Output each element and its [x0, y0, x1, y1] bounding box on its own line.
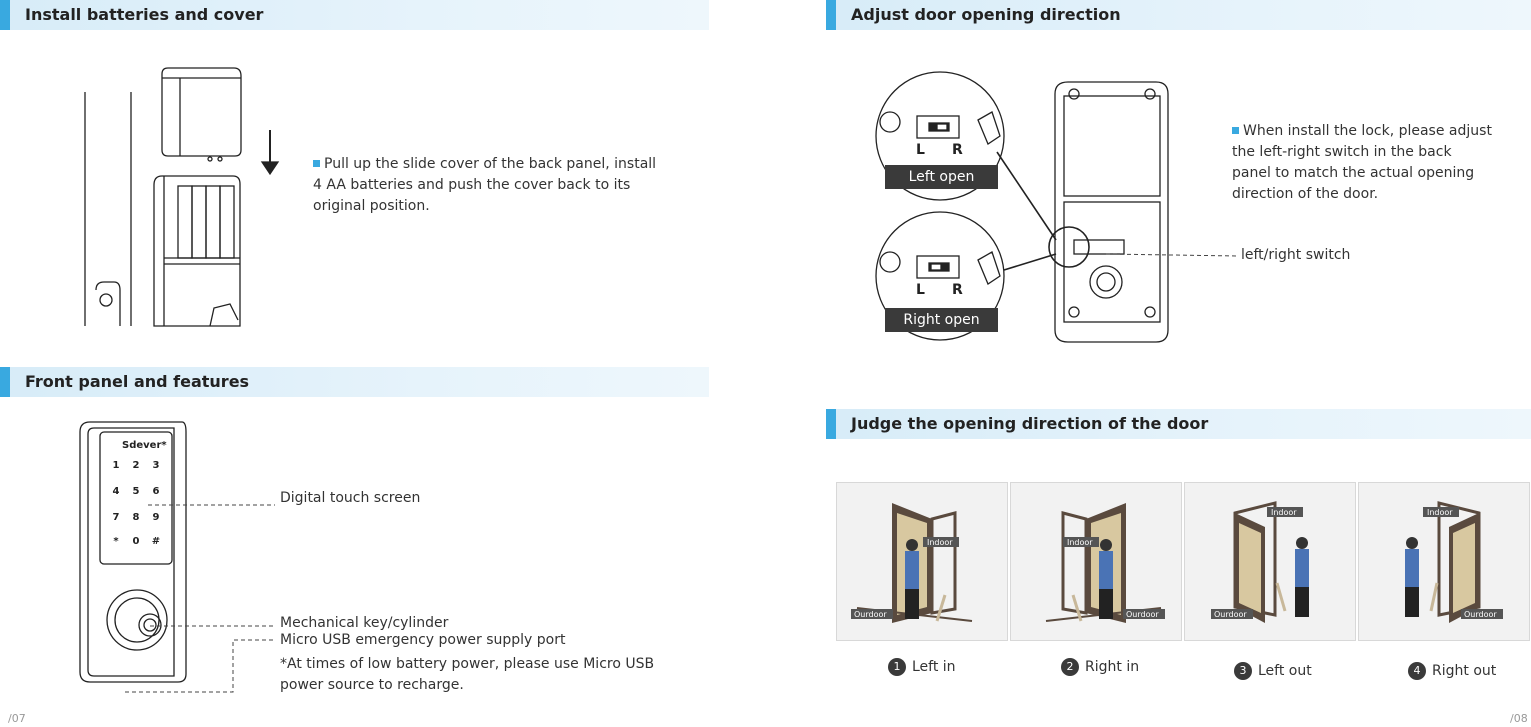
bullet-icon — [313, 160, 320, 167]
indoor-tag: Indoor — [927, 538, 953, 547]
front-panel-illustration: Sdever* 1 2 3 4 5 6 7 8 9 * 0 # — [79, 421, 187, 683]
keypad-key[interactable]: 4 — [113, 486, 120, 497]
door-left-in-illustration: Indoor Ourdoor — [851, 503, 973, 623]
header-accent-bar — [826, 0, 836, 30]
caption-right-in: 2 Right in — [1061, 658, 1139, 676]
switch-letter-r: R — [952, 282, 963, 298]
callout-key-cylinder: Mechanical key/cylinder — [280, 615, 449, 631]
keypad-key[interactable]: 3 — [153, 460, 160, 471]
switch-callout: left/right switch — [1241, 247, 1351, 263]
caption-label: Right out — [1432, 663, 1497, 679]
door-right-in-illustration: Indoor Ourdoor — [1045, 503, 1165, 623]
keypad-key[interactable]: * — [113, 536, 119, 547]
caption-label: Left in — [912, 659, 956, 675]
caption-left-out: 3 Left out — [1234, 662, 1312, 680]
keypad-key[interactable]: 8 — [133, 512, 140, 523]
indoor-tag: Indoor — [1271, 508, 1297, 517]
section-header-door-direction: Adjust door opening direction — [826, 0, 1531, 30]
keypad-key[interactable]: # — [152, 536, 160, 547]
section-title: Install batteries and cover — [25, 5, 264, 24]
keypad-key[interactable]: 1 — [113, 460, 120, 471]
step-number: 2 — [1061, 658, 1079, 676]
door-panel-left-in: Indoor Ourdoor — [836, 482, 1008, 641]
keypad-key[interactable]: 7 — [113, 512, 120, 523]
battery-instruction: Pull up the slide cover of the back pane… — [313, 154, 658, 217]
door-panel-right-out: Indoor Ourdoor — [1358, 482, 1530, 641]
outdoor-tag: Ourdoor — [1214, 610, 1247, 619]
callout-touch-screen: Digital touch screen — [280, 490, 421, 506]
outdoor-tag: Ourdoor — [1126, 610, 1159, 619]
brand-logo: Sdever* — [122, 440, 167, 451]
right-open-label: Right open — [885, 308, 998, 332]
switch-letter-r: R — [952, 142, 963, 158]
section-title: Judge the opening direction of the door — [851, 414, 1209, 433]
header-accent-bar — [826, 409, 836, 439]
caption-right-out: 4 Right out — [1408, 662, 1496, 680]
caption-label: Left out — [1258, 663, 1312, 679]
door-panel-left-out: Indoor Ourdoor — [1184, 482, 1356, 641]
section-header-judge-direction: Judge the opening direction of the door — [826, 409, 1531, 439]
section-header-install: Install batteries and cover — [0, 0, 709, 30]
page-number-left: /07 — [8, 712, 26, 725]
bullet-icon — [1232, 127, 1239, 134]
keypad-key[interactable]: 5 — [133, 486, 140, 497]
caption-label: Right in — [1085, 659, 1140, 675]
step-number: 1 — [888, 658, 906, 676]
door-right-out-illustration: Indoor Ourdoor — [1405, 501, 1503, 623]
outdoor-tag: Ourdoor — [854, 610, 887, 619]
left-open-label: Left open — [885, 165, 998, 189]
switch-letter-l: L — [916, 142, 925, 158]
keypad-key[interactable]: 2 — [133, 460, 140, 471]
front-panel-callout-lines — [125, 504, 275, 693]
step-number: 3 — [1234, 662, 1252, 680]
direction-instruction: When install the lock, please adjust the… — [1232, 121, 1494, 205]
usb-note: *At times of low battery power, please u… — [280, 656, 655, 693]
switch-letter-l: L — [916, 282, 925, 298]
keypad-key[interactable]: 9 — [153, 512, 160, 523]
keypad-key[interactable]: 0 — [133, 536, 140, 547]
section-title: Adjust door opening direction — [851, 5, 1121, 24]
battery-instruction-text: Pull up the slide cover of the back pane… — [313, 156, 657, 214]
section-title: Front panel and features — [25, 372, 250, 391]
keypad-key[interactable]: 6 — [153, 486, 160, 497]
indoor-tag: Indoor — [1067, 538, 1093, 547]
header-accent-bar — [0, 367, 10, 397]
switch-detail-illustration: L R L R — [875, 71, 1239, 343]
caption-left-in: 1 Left in — [888, 658, 956, 676]
door-panel-right-in: Indoor Ourdoor — [1010, 482, 1182, 641]
callout-usb-port: Micro USB emergency power supply port — [280, 632, 566, 648]
step-number: 4 — [1408, 662, 1426, 680]
door-left-out-illustration: Indoor Ourdoor — [1211, 501, 1309, 623]
indoor-tag: Indoor — [1427, 508, 1453, 517]
header-accent-bar — [0, 0, 10, 30]
section-header-front-panel: Front panel and features — [0, 367, 709, 397]
direction-instruction-text: When install the lock, please adjust the… — [1232, 123, 1492, 202]
page-number-right: /08 — [1510, 712, 1528, 725]
battery-install-illustration — [84, 67, 280, 327]
outdoor-tag: Ourdoor — [1464, 610, 1497, 619]
